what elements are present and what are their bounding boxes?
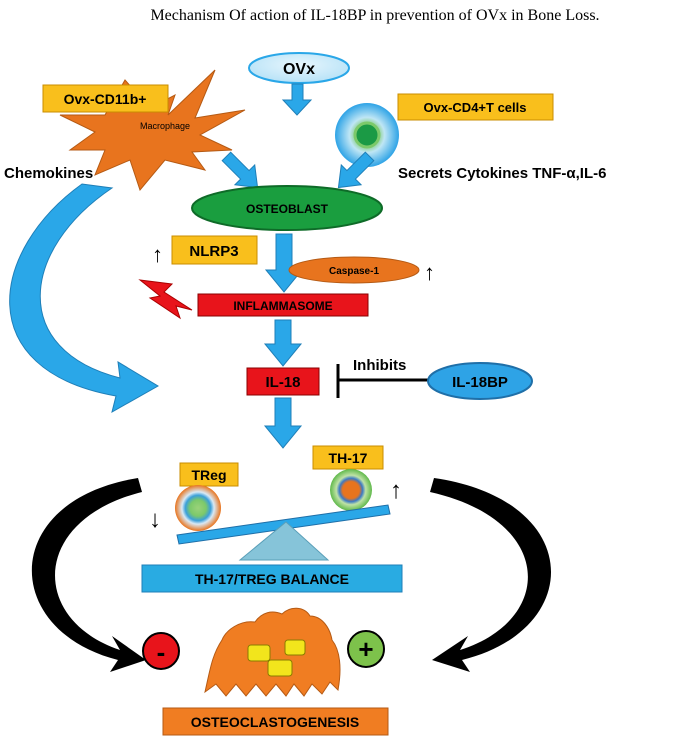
macrophage-label: Macrophage <box>140 121 190 131</box>
osteoblast-label: OSTEOBLAST <box>246 202 329 216</box>
curved-arrow-th17-to-plus <box>430 478 552 672</box>
ovx-label: OVx <box>283 61 315 78</box>
seesaw-fulcrum <box>238 521 330 561</box>
arrow-il18-to-balance <box>263 397 303 449</box>
treg-down-arrow-icon: ↓ <box>149 506 161 533</box>
osteoclastogenesis-box <box>162 707 389 736</box>
plus-label: + <box>358 634 373 664</box>
th17-box <box>312 445 384 470</box>
il18-label: IL-18 <box>265 374 300 391</box>
nlrp3-label: NLRP3 <box>189 243 238 260</box>
curved-arrow-treg-to-minus <box>31 478 146 672</box>
th17-label: TH-17 <box>329 450 368 466</box>
minus-circle <box>142 632 180 670</box>
treg-cell <box>175 485 221 531</box>
ovx-node <box>248 52 350 84</box>
plus-circle <box>347 630 385 668</box>
osteoclast-nucleus-2 <box>284 639 306 656</box>
chemokines-label: Chemokines <box>4 165 93 182</box>
caspase1-node <box>288 256 420 284</box>
treg-box <box>179 462 239 487</box>
lightning-bolt-icon <box>138 279 193 320</box>
macrophage-shape <box>59 69 246 192</box>
il18bp-node <box>427 362 533 400</box>
diagram-title: Mechanism Of action of IL-18BP in preven… <box>150 7 599 24</box>
ovx-cd11b-label: Ovx-CD11b+ <box>64 91 147 107</box>
osteoclast-nucleus-3 <box>267 659 293 677</box>
ovx-cd4-box <box>397 93 554 121</box>
cd4-t-cell-nucleus <box>353 121 381 149</box>
nlrp3-up-arrow-icon: ↑ <box>152 242 163 267</box>
curved-arrow-chemokines-to-il18 <box>9 183 159 414</box>
cytokines-label: Secrets Cytokines TNF-α,IL-6 <box>398 165 606 182</box>
arrow-ovx-to-macrophage <box>281 83 313 116</box>
osteoblast-node <box>191 185 383 231</box>
inflammasome-box <box>197 293 369 317</box>
inflammasome-label: INFLAMMASOME <box>233 299 332 313</box>
arrow-inflammasome-to-il18 <box>263 319 303 367</box>
caspase1-label: Caspase-1 <box>329 266 379 277</box>
arrow-macrophage-to-osteoblast <box>221 151 259 189</box>
treg-label: TReg <box>192 467 227 483</box>
balance-box <box>141 564 403 593</box>
ovx-cd4-label: Ovx-CD4+T cells <box>424 100 527 115</box>
inhibits-label: Inhibits <box>353 357 406 374</box>
arrow-cd4-to-osteoblast <box>337 151 375 189</box>
arrow-osteoblast-to-inflammasome <box>264 233 304 293</box>
caspase1-up-arrow-icon: ↑ <box>424 260 435 285</box>
osteoclast-cell <box>204 607 341 697</box>
th17-cell <box>330 469 372 511</box>
th17-up-arrow-icon: ↑ <box>390 477 402 504</box>
il18-box <box>246 367 320 396</box>
ovx-cd11b-box <box>42 84 169 113</box>
il18bp-label: IL-18BP <box>452 374 508 391</box>
osteoclast-nucleus-1 <box>247 644 271 662</box>
nlrp3-box <box>171 235 258 265</box>
balance-label: TH-17/TREG BALANCE <box>195 571 349 587</box>
osteoclastogenesis-label: OSTEOCLASTOGENESIS <box>191 714 360 730</box>
minus-label: - <box>157 637 166 667</box>
